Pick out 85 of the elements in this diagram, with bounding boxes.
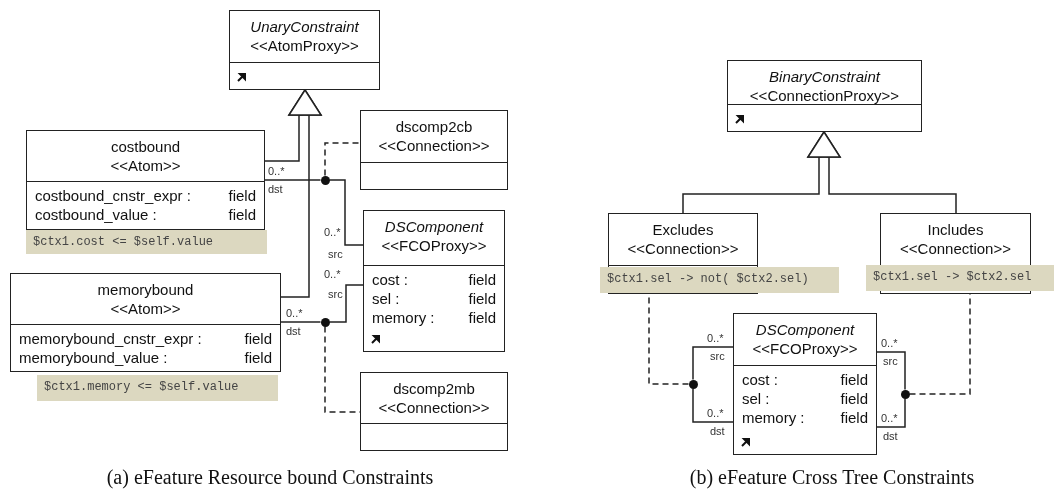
attribute-name: costbound_value : — [35, 205, 157, 224]
multiplicity-label: 0..* — [881, 337, 898, 349]
generalization-arrow — [807, 131, 957, 214]
stereotype-label: <<Connection>> — [378, 398, 490, 417]
generalization-arrow — [280, 89, 322, 298]
stereotype-label: <<Connection>> — [378, 136, 490, 155]
attribute-name: cost : — [372, 270, 408, 289]
association-line — [692, 346, 734, 381]
attribute-type: field — [244, 348, 272, 367]
stereotype-label: <<Atom>> — [110, 299, 181, 318]
attribute-type: field — [228, 205, 256, 224]
attribute-type: field — [840, 408, 868, 427]
multiplicity-label: 0..* — [881, 412, 898, 424]
class-name: dscomp2mb — [393, 379, 475, 398]
stereotype-label: <<FCOProxy>> — [752, 339, 858, 358]
stereotype-label: <<FCOProxy>> — [381, 236, 487, 255]
attribute-name: costbound_cnstr_expr : — [35, 186, 191, 205]
class-box — [10, 273, 281, 372]
class-name: Excludes — [652, 220, 714, 239]
class-name: BinaryConstraint — [769, 67, 880, 86]
dashed-connector — [324, 142, 361, 177]
attribute-type: field — [468, 270, 496, 289]
attribute-name: memorybound_value : — [19, 348, 168, 367]
junction-dot — [320, 175, 330, 185]
attribute-name: sel : — [742, 389, 770, 408]
constraint-note: $ctx1.sel -> not( $ctx2.sel) — [600, 267, 839, 293]
role-label: src — [883, 355, 898, 367]
class-name: memorybound — [97, 280, 194, 299]
role-label: dst — [268, 183, 283, 195]
attribute-name: memorybound_cnstr_expr : — [19, 329, 202, 348]
attribute-type: field — [228, 186, 256, 205]
class-box — [26, 130, 265, 230]
class-name: UnaryConstraint — [250, 17, 359, 36]
attribute-type: field — [244, 329, 272, 348]
attribute-type: field — [840, 389, 868, 408]
caption: (b) eFeature Cross Tree Constraints — [689, 466, 975, 489]
class-name: dscomp2cb — [395, 117, 473, 136]
association-line — [876, 397, 906, 428]
multiplicity-label: 0..* — [324, 226, 341, 238]
association-line — [876, 351, 906, 391]
junction-dot — [320, 317, 330, 327]
multiplicity-label: 0..* — [707, 332, 724, 344]
class-box — [360, 110, 508, 190]
attribute-name: cost : — [742, 370, 778, 389]
stereotype-label: <<Atom>> — [110, 156, 181, 175]
multiplicity-label: 0..* — [268, 165, 285, 177]
association-line — [264, 179, 322, 181]
stereotype-label: <<Connection>> — [900, 239, 1011, 258]
constraint-note: $ctx1.cost <= $self.value — [26, 230, 267, 254]
stereotype-label: <<Connection>> — [627, 239, 739, 258]
association-line — [328, 284, 364, 323]
multiplicity-label: 0..* — [324, 268, 341, 280]
stereotype-label: <<AtomProxy>> — [250, 36, 359, 55]
association-line — [692, 387, 734, 423]
class-box — [733, 313, 877, 455]
class-box — [229, 10, 380, 90]
constraint-note: $ctx1.sel -> $ctx2.sel — [866, 265, 1054, 291]
multiplicity-label: 0..* — [286, 307, 303, 319]
caption: (a) eFeature Resource bound Constraints — [106, 466, 434, 489]
attribute-name: sel : — [372, 289, 400, 308]
role-label: dst — [883, 430, 898, 442]
role-label: dst — [286, 325, 301, 337]
role-label: src — [328, 288, 343, 300]
junction-dot — [900, 389, 910, 399]
class-box — [727, 60, 922, 132]
multiplicity-label: 0..* — [707, 407, 724, 419]
junction-dot — [688, 379, 698, 389]
attribute-name: memory : — [742, 408, 805, 427]
class-name: costbound — [110, 137, 181, 156]
attribute-type: field — [468, 289, 496, 308]
attribute-type: field — [468, 308, 496, 327]
role-label: dst — [710, 425, 725, 437]
role-label: src — [710, 350, 725, 362]
stereotype-label: <<ConnectionProxy>> — [749, 86, 900, 105]
class-name: Includes — [927, 220, 984, 239]
class-name: DSComponent — [384, 217, 484, 236]
class-name: DSComponent — [755, 320, 855, 339]
constraint-note: $ctx1.memory <= $self.value — [37, 375, 278, 401]
role-label: src — [328, 248, 343, 260]
class-box — [360, 372, 508, 451]
attribute-type: field — [840, 370, 868, 389]
association-line — [328, 179, 364, 246]
attribute-name: memory : — [372, 308, 435, 327]
class-box — [363, 210, 505, 352]
association-line — [280, 321, 322, 323]
